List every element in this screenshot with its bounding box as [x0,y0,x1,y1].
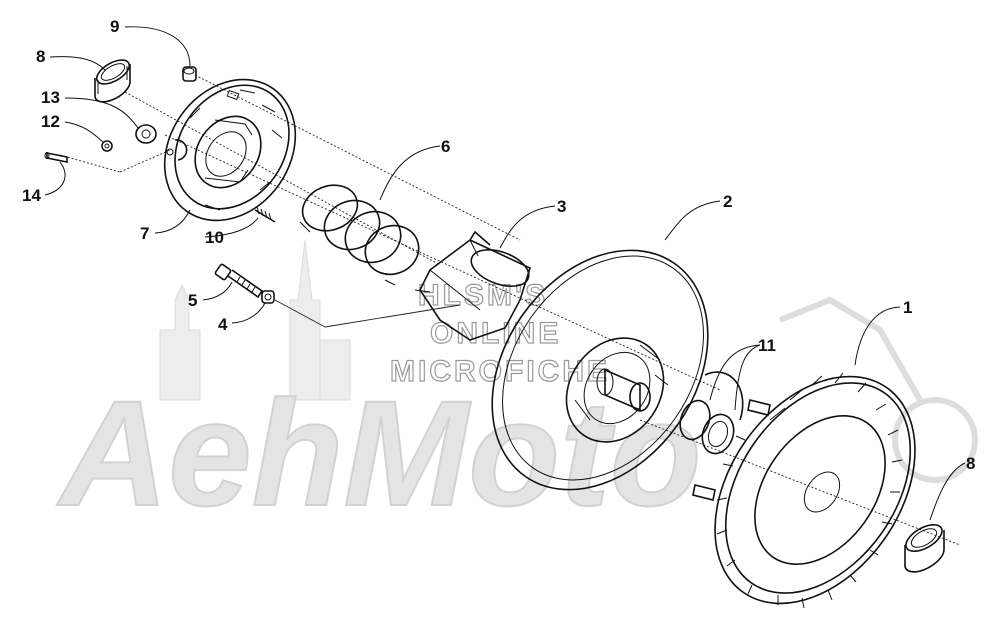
part-11-rings [679,371,744,455]
callouts: 1 2 3 4 5 6 7 8 8 9 10 11 12 13 14 [22,17,975,473]
centerline-screw [274,299,326,328]
centerline-pin-2 [119,149,171,173]
centerline-main [164,134,721,391]
part-10-set-screw [254,206,276,223]
callout-3: 3 [557,197,566,216]
callout-13: 13 [41,88,60,107]
callout-10: 10 [205,228,224,247]
part-7-cover-plate [163,78,297,222]
watermark-motorcycle [778,296,978,483]
centerline-pin [59,154,121,173]
watermark: AehMoto HLSM'S ONLINE MICROFICHE [55,239,978,538]
part-3-cam [414,230,531,341]
part-8-bushing-upper [94,59,131,103]
part-14-pin [44,152,68,163]
callout-1: 1 [903,298,912,317]
part-5-bolt [214,263,264,299]
part-12-washer [101,140,113,152]
watermark-line-2: ONLINE [430,317,561,350]
watermark-line-3: MICROFICHE [390,355,610,388]
alignment-lines [59,74,961,546]
callout-6: 6 [441,137,450,156]
watermark-skyline [159,239,351,401]
centerline-screw-2 [324,304,461,328]
part-6-spring [299,184,420,286]
centerline-right [639,419,961,546]
part-9-nut [182,66,197,82]
callout-2: 2 [723,192,732,211]
callout-14: 14 [22,186,41,205]
centerline-top [194,74,521,241]
leader-lines [44,26,966,521]
callout-8-lower: 8 [966,454,975,473]
callout-5: 5 [188,291,197,310]
part-2-movable-sheave [491,249,709,491]
callout-8-upper: 8 [36,47,45,66]
watermark-logo: AehMoto [56,369,702,537]
callout-7: 7 [140,224,149,243]
part-4-nut [261,290,275,304]
callout-4: 4 [218,315,228,334]
part-8-bushing-lower [904,523,945,573]
callout-12: 12 [41,112,60,131]
callout-11: 11 [758,336,776,355]
callout-9: 9 [110,17,119,36]
part-13-roller [135,124,157,144]
part-1-fixed-sheave [692,372,916,609]
fixed-sheave-fins [716,372,903,609]
